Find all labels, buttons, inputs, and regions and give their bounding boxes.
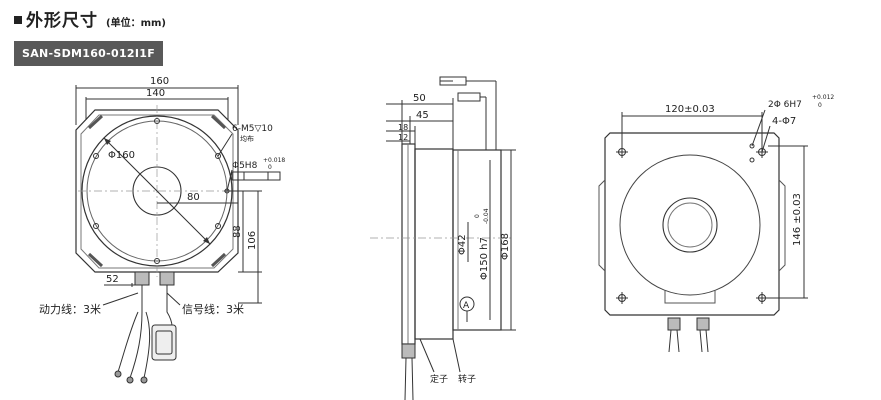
side-view: 50 45 18 12 Φ42 Φ150 h7 0 -0.04 Φ168 A 定…	[370, 76, 516, 400]
dim-text-back-pin: 2Φ 6H7	[768, 100, 802, 110]
front-housing-outline	[75, 109, 239, 273]
label-rotor: 转子	[458, 373, 476, 385]
side-cable	[404, 357, 414, 400]
corner-slot-bl	[87, 252, 104, 268]
front-diameter-line	[103, 137, 211, 245]
label-stator: 定子	[430, 373, 448, 385]
back-cable	[668, 329, 709, 353]
unit-label: (单位：mm)	[106, 18, 166, 29]
geo-tol-frame	[231, 171, 281, 181]
signal-connector	[159, 271, 175, 286]
corner-slot-tr	[210, 114, 227, 130]
leader-power	[102, 292, 139, 306]
back-outer-circle	[619, 154, 761, 296]
bullet-square-icon	[14, 16, 22, 24]
geo-tol-frame	[457, 92, 481, 102]
model-badge: SAN-SDM160-012I1F	[14, 41, 163, 66]
dim-text-52: 52	[106, 274, 119, 285]
front-view: 160 140 Φ160 6-M5▽10 均布 Φ5H8 +0.018 0 80…	[39, 76, 285, 384]
dim-text-146: 146 ±0.03	[792, 193, 803, 246]
mount-hole	[154, 258, 160, 264]
dim-text-d168: Φ168	[500, 233, 511, 260]
mount-hole	[154, 118, 160, 124]
back-connector	[667, 317, 681, 331]
section-title: 外形尺寸	[14, 6, 98, 31]
leader-pin	[226, 169, 233, 192]
back-side-bulge	[598, 179, 786, 272]
dim-text-hole-note: 均布	[240, 134, 254, 143]
power-cable	[117, 285, 151, 379]
mount-hole	[93, 223, 99, 229]
label-signal-cable: 信号线：3米	[182, 302, 244, 316]
signal-plug-pins	[155, 330, 173, 355]
dim-text-d150: Φ150 h7	[479, 237, 490, 280]
label-power-cable: 动力线：3米	[39, 302, 101, 316]
dim-text-12: 12	[398, 133, 408, 142]
dim-text-pin-tol-upper: +0.018	[263, 157, 285, 164]
back-mount-holes	[616, 146, 768, 304]
leader-stator	[419, 338, 435, 373]
front-housing-inner	[80, 114, 234, 269]
side-rotor	[452, 149, 502, 331]
dim-text-18: 18	[398, 123, 408, 132]
dim-text-pin: Φ5H8	[232, 161, 258, 171]
leader-rotor	[452, 338, 461, 373]
arrowhead	[104, 138, 111, 145]
dim-text-d150-tol-upper: 0	[474, 214, 481, 218]
back-boss	[664, 290, 716, 304]
side-body	[414, 148, 454, 340]
cable-terminal	[114, 370, 122, 378]
cable-terminal	[126, 376, 134, 384]
dim-text-pin-tol-lower: 0	[268, 164, 272, 171]
dim-text-106: 106	[247, 231, 258, 250]
leader-signal	[166, 292, 181, 306]
corner-slot-br	[210, 252, 227, 268]
mount-hole	[93, 153, 99, 159]
corner-slot-tl	[87, 114, 104, 130]
datum-label: A	[463, 301, 470, 311]
dim-text-d42: Φ42	[457, 234, 468, 255]
dim-text-160: 160	[150, 76, 169, 87]
dim-text-80: 80	[187, 192, 200, 203]
back-pin-hole	[749, 143, 755, 149]
title-text: 外形尺寸	[26, 11, 98, 31]
mount-hole	[215, 153, 221, 159]
mount-hole	[215, 223, 221, 229]
arrowhead	[203, 237, 210, 244]
back-connector	[696, 317, 710, 331]
leader-pin	[751, 109, 766, 147]
dim-text-88: 88	[232, 225, 243, 238]
section-header: 外形尺寸 (单位：mm)	[14, 6, 166, 31]
back-bore-circle	[662, 197, 718, 253]
dim-text-45: 45	[416, 110, 429, 121]
dim-text-140: 140	[146, 88, 165, 99]
leader-holes	[761, 125, 771, 153]
cable-terminal	[140, 376, 148, 384]
back-view: 120±0.03 2Φ 6H7 +0.012 0 4-Φ7 146 ±0.03	[598, 94, 834, 353]
dim-text-diameter: Φ160	[108, 150, 135, 161]
back-bore-inner	[667, 202, 713, 248]
dim-text-back-holes: 4-Φ7	[772, 116, 796, 127]
dim-text-hole: 6-M5▽10	[232, 124, 273, 134]
back-housing-outline	[604, 132, 780, 316]
dim-text-120: 120±0.03	[665, 104, 715, 115]
leader-hole	[217, 133, 233, 157]
back-pin-hole	[749, 157, 755, 163]
dim-text-50: 50	[413, 93, 426, 104]
dim-text-back-pin-tol-upper: +0.012	[812, 94, 834, 101]
signal-plug	[151, 324, 177, 361]
dim-text-d150-tol-lower: -0.04	[483, 208, 490, 224]
dim-text-back-pin-tol-lower: 0	[818, 102, 822, 109]
side-connector	[401, 343, 416, 359]
power-connector	[134, 271, 150, 286]
